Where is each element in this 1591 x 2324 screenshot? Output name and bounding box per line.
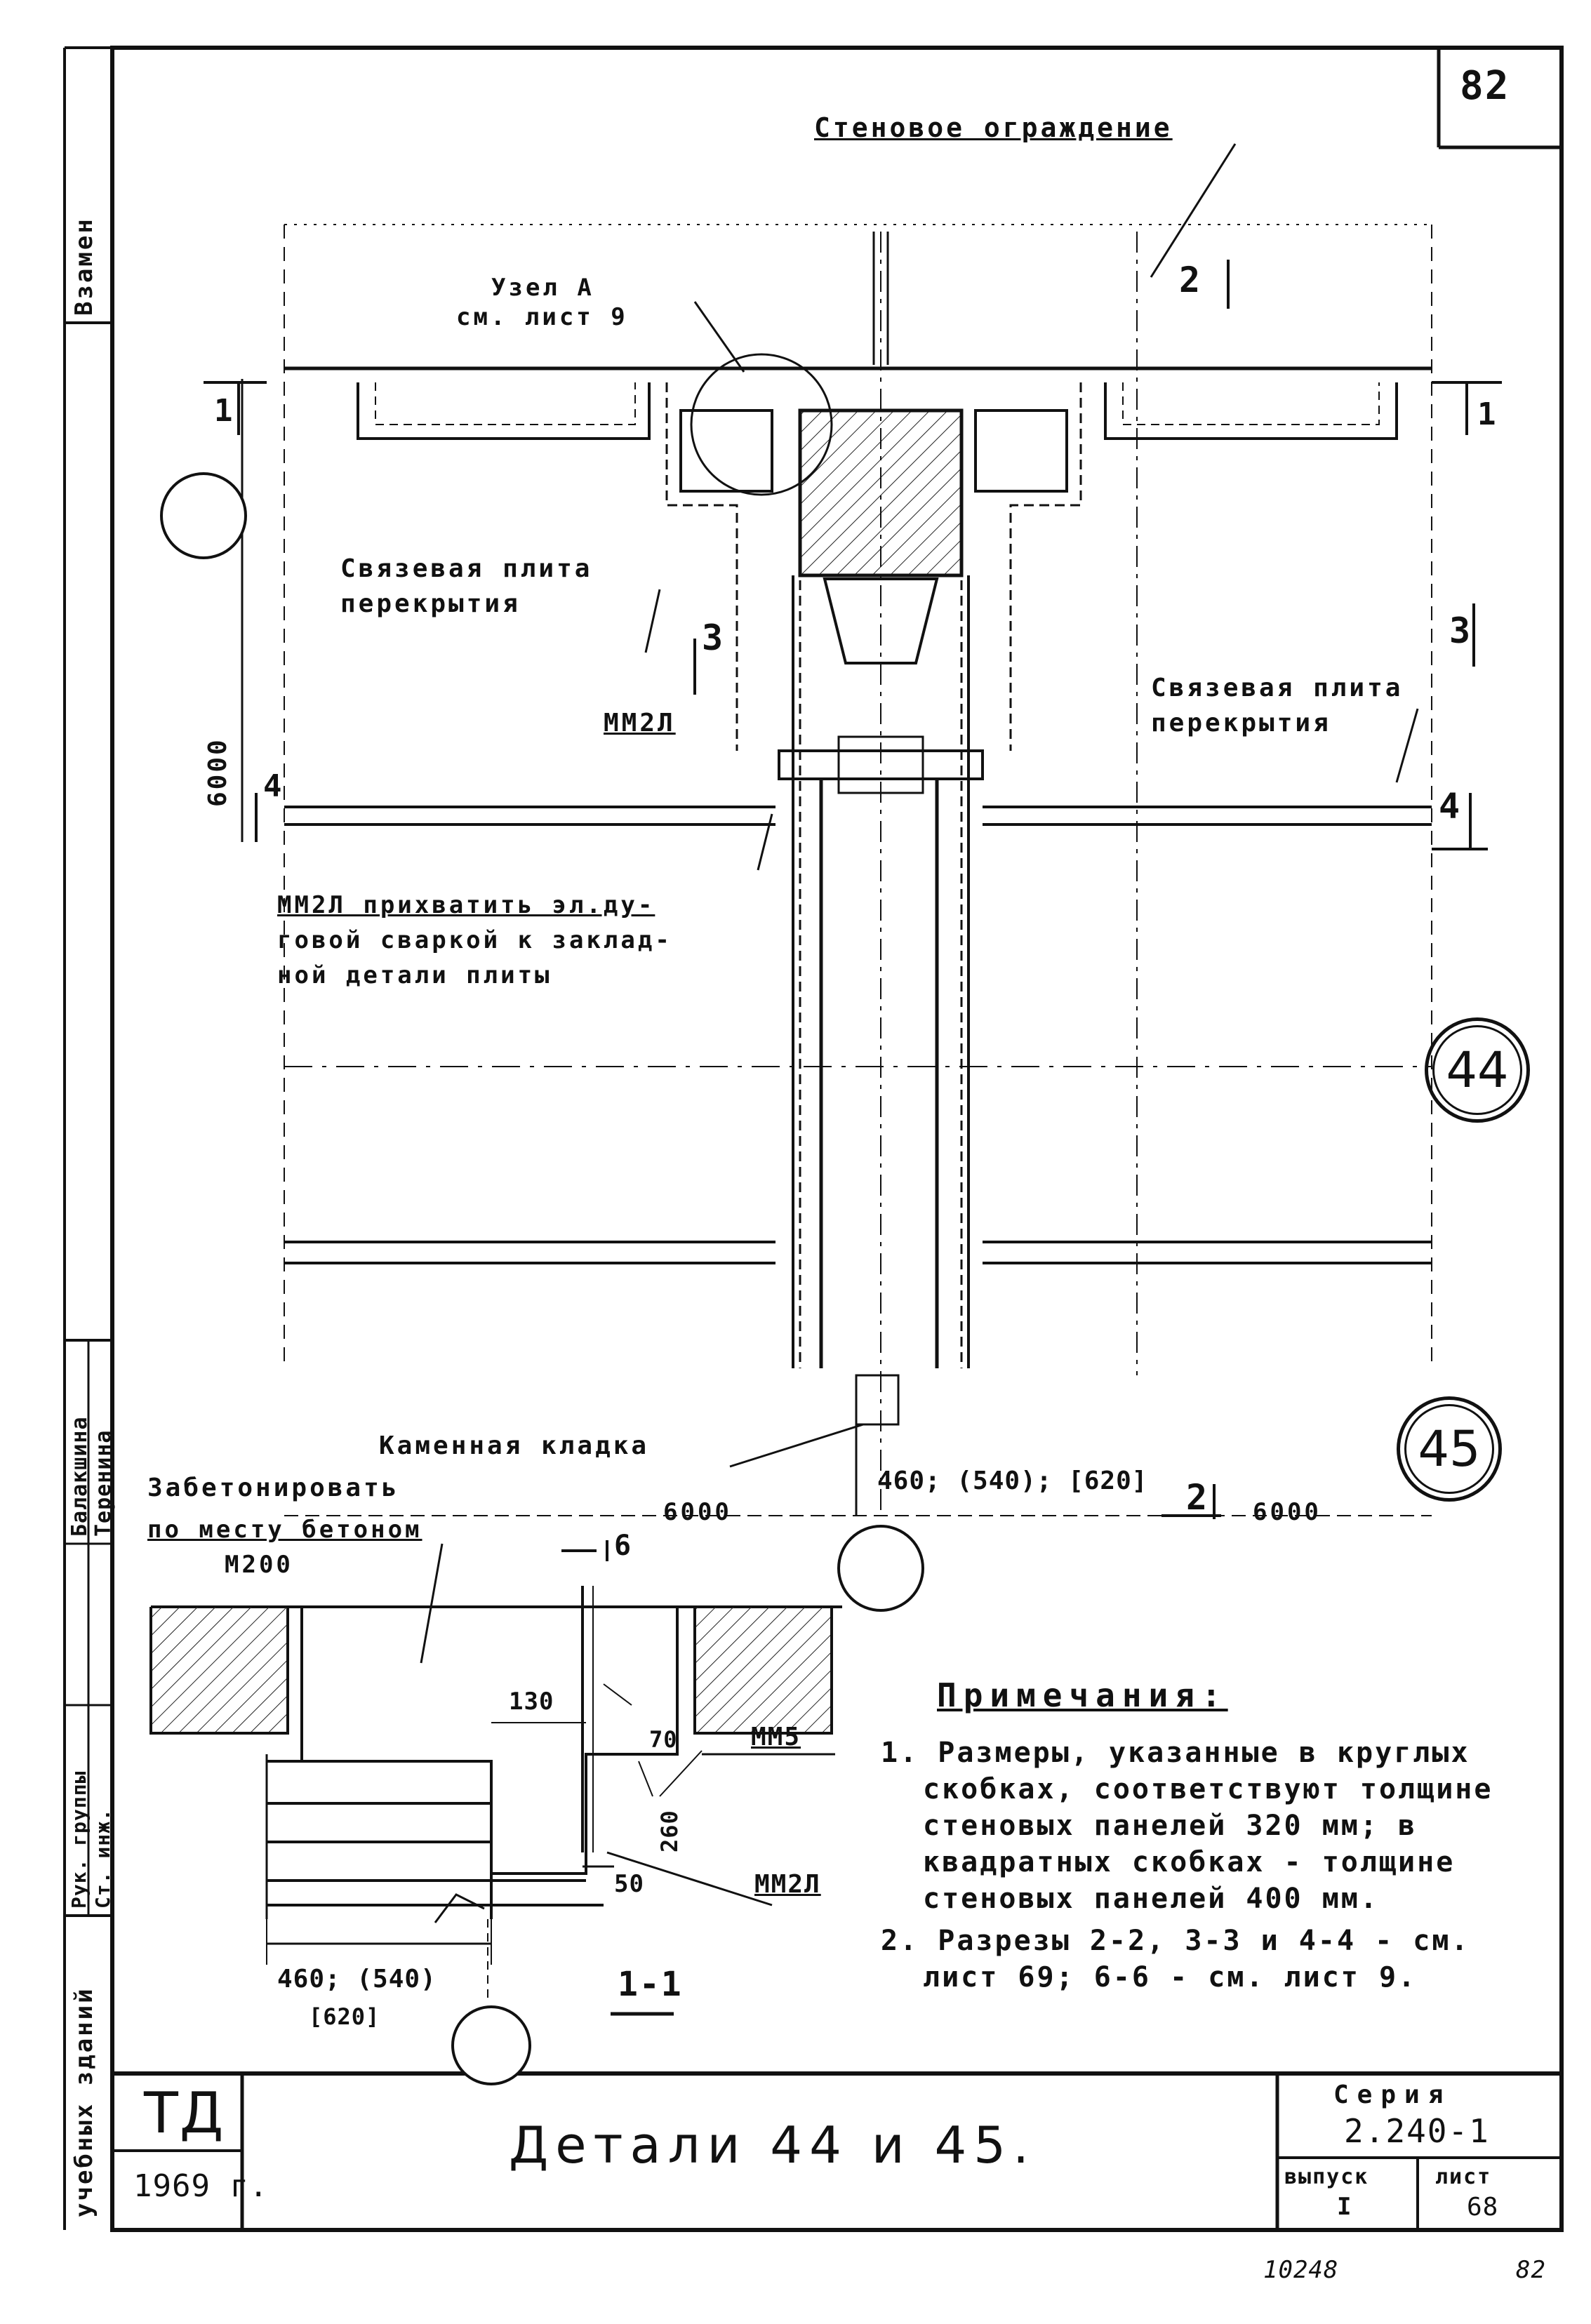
cut-number: 1 [214,393,236,429]
note-item: 2. Разрезы 2-2, 3-3 и 4-4 - см. лист 69;… [881,1925,1489,1994]
sheet-frame [110,46,1564,2232]
stamp-replace: Взамен [70,217,98,316]
label-mm2l: ММ2Л [604,709,676,737]
label-mm2l-section: ММ2Л [754,1870,821,1899]
cut-number: 1 [1477,396,1499,432]
label-concrete-3: М200 [225,1551,293,1579]
label-concrete-1: Забетонировать [147,1474,400,1502]
tb-year: 1969 г. [133,2168,269,2204]
notes-title: Примечания: [937,1676,1228,1714]
label-dim-460: 460; (540); [620] [877,1467,1148,1495]
cut-number: 4 [1439,786,1463,827]
stamp-engineer: Ст. инж. [91,1808,114,1909]
cut-number: 2 [1186,1477,1211,1518]
tb-org: ТД [144,2081,225,2146]
label-tie-plate-left-2: перекрытия [340,589,521,618]
section-title-1-1: 1-1 [618,1965,683,2004]
sheet-number: 82 [1460,63,1510,109]
stamp-name1: Балакшина [67,1416,92,1537]
label-dim-620-bottom: [620] [309,2003,380,2030]
label-tie-plate-left: Связевая плита [340,554,593,583]
label-mm2l-weld-3: ной детали плиты [277,961,552,989]
stamp-name2: Теренина [91,1429,116,1537]
label-dim-260: 260 [656,1810,683,1852]
footer-inventory: 10248 [1263,2256,1339,2284]
label-dim-70: 70 [649,1726,678,1753]
cut-number: 3 [702,617,726,658]
detail-45-marker: 45 [1397,1396,1502,1502]
cut-number: 2 [1179,260,1204,300]
label-mm2l-weld-2: говой сваркой к заклад- [277,926,672,954]
label-dim-6000-right: 6000 [1253,1498,1322,1526]
axis-marker [160,472,247,559]
detail-44-marker: 44 [1425,1017,1530,1123]
label-tie-plate-right: Связевая плита [1151,674,1404,702]
cut-number: 4 [263,768,285,804]
stamp-group-head: Рук. группы [67,1770,91,1909]
label-concrete-2: по месту бетоном [147,1516,422,1544]
tb-sheet-label: лист [1435,2165,1492,2189]
label-tie-plate-right-2: перекрытия [1151,709,1331,737]
cut-number: 3 [1449,610,1474,651]
label-dim-130: 130 [509,1688,554,1716]
cut-number: 6 [614,1530,634,1562]
notes: Примечания: 1. Размеры, указанные в круг… [881,1677,1512,2001]
label-dim-6000-left: 6000 [663,1498,732,1526]
stamp-category: учебных зданий [70,1986,98,2217]
tb-sheet-value: 68 [1467,2193,1499,2222]
label-masonry: Каменная кладка [379,1431,650,1460]
label-node-a-ref: см. лист 9 [456,303,628,331]
tb-series-label: Серия [1333,2081,1452,2109]
axis-marker [451,2005,531,2085]
label-mm5: ММ5 [751,1723,801,1751]
tb-series-value: 2.240-1 [1344,2112,1490,2150]
tb-issue-label: выпуск [1284,2165,1369,2189]
tb-issue-value: I [1337,2193,1354,2221]
axis-marker [837,1525,924,1612]
note-item: 1. Размеры, указанные в круглых скобках,… [881,1737,1512,1915]
label-dim-460-bottom: 460; (540) [277,1965,437,1994]
tb-title: Детали 44 и 45. [509,2116,1036,2175]
label-node-a: Узел А [491,274,594,302]
label-dim-50: 50 [614,1870,644,1898]
label-mm2l-weld-1: ММ2Л прихватить эл.ду- [277,891,655,919]
label-wall-enclosure: Стеновое ограждение [814,112,1173,143]
label-dim-6000-vertical: 6000 [204,737,232,807]
footer-page: 82 [1516,2256,1546,2284]
